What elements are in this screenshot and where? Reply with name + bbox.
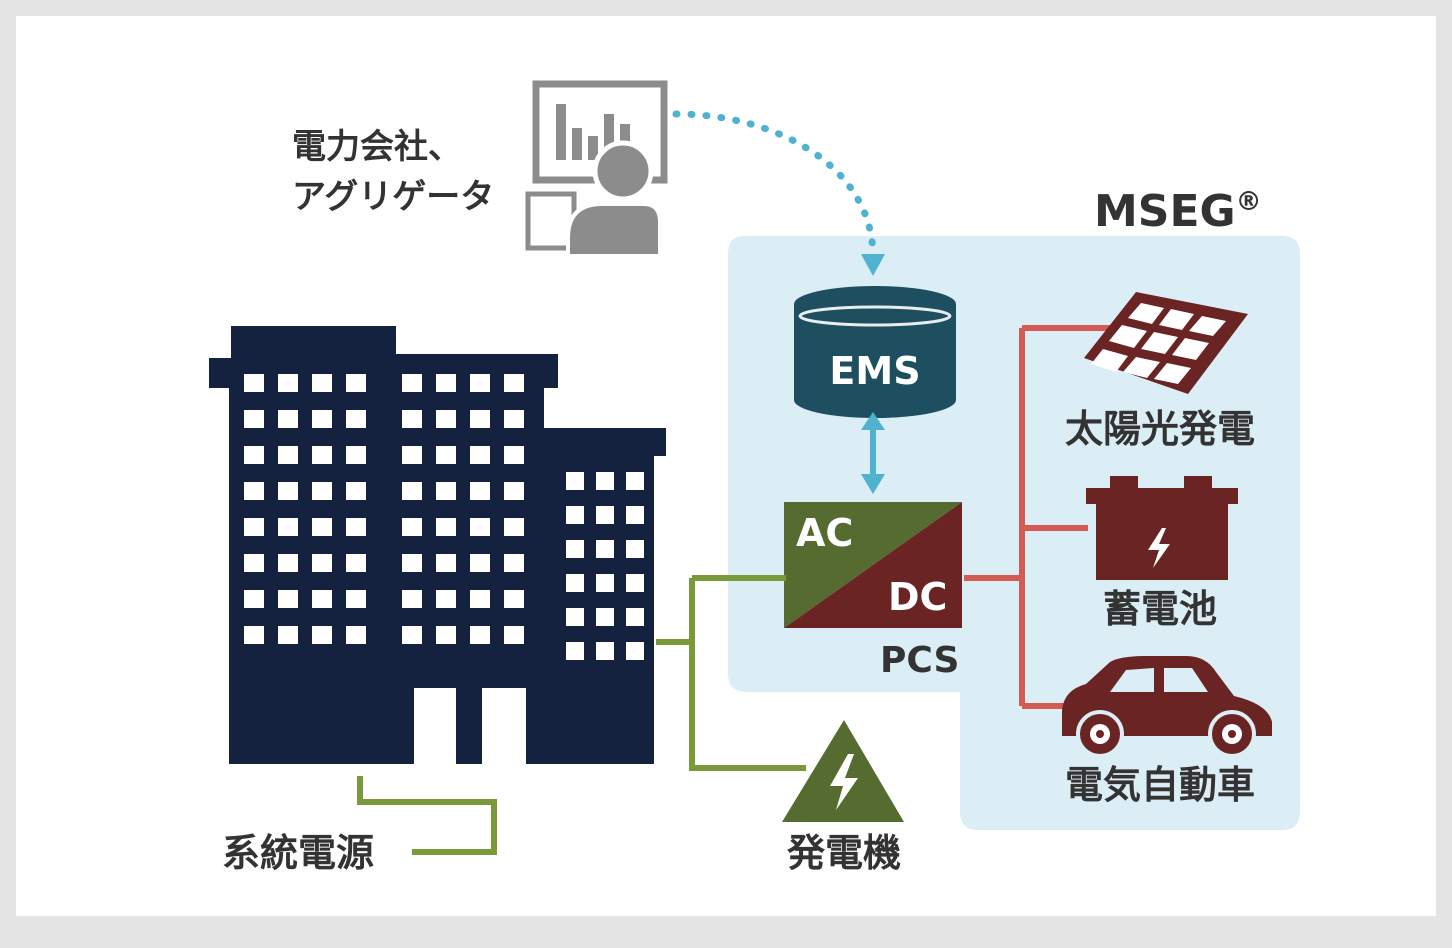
generator-icon [782,720,904,822]
solar-label: 太陽光発電 [1065,407,1255,451]
solar-panel-icon [1084,292,1248,394]
pcs-dc-label: DC [888,575,947,619]
generator-label: 発電機 [787,831,901,875]
mseg-system-diagram: MSEG® 電力会社、 アグリゲータ EMS AC DC PCS [209,80,1300,875]
ems-cylinder-icon [794,286,956,418]
control-signal-arrowhead [861,254,885,276]
dc-bus-lines [964,325,1116,709]
company-label-line1: 電力会社、 [292,127,462,167]
control-signal-arrow [672,110,877,258]
operator-monitor-icon [525,80,668,258]
pcs-ac-label: AC [796,511,853,555]
diagram-canvas: MSEG® 電力会社、 アグリゲータ EMS AC DC PCS [16,16,1436,916]
company-label-line2: アグリゲータ [292,177,494,217]
building-icon [209,326,666,764]
pcs-label: PCS [880,640,959,681]
battery-bolt-icon [1148,528,1170,568]
battery-icon [1086,476,1238,580]
ev-label: 電気自動車 [1065,763,1255,807]
battery-label: 蓄電池 [1103,587,1217,631]
ems-label: EMS [829,349,920,393]
mseg-label: MSEG® [1094,186,1262,237]
ems-pcs-link-arrow [861,412,885,494]
grid-label: 系統電源 [222,831,374,875]
pcs-converter-box [784,502,962,628]
ac-bus-lines [357,575,806,855]
electric-vehicle-icon [1062,656,1272,758]
